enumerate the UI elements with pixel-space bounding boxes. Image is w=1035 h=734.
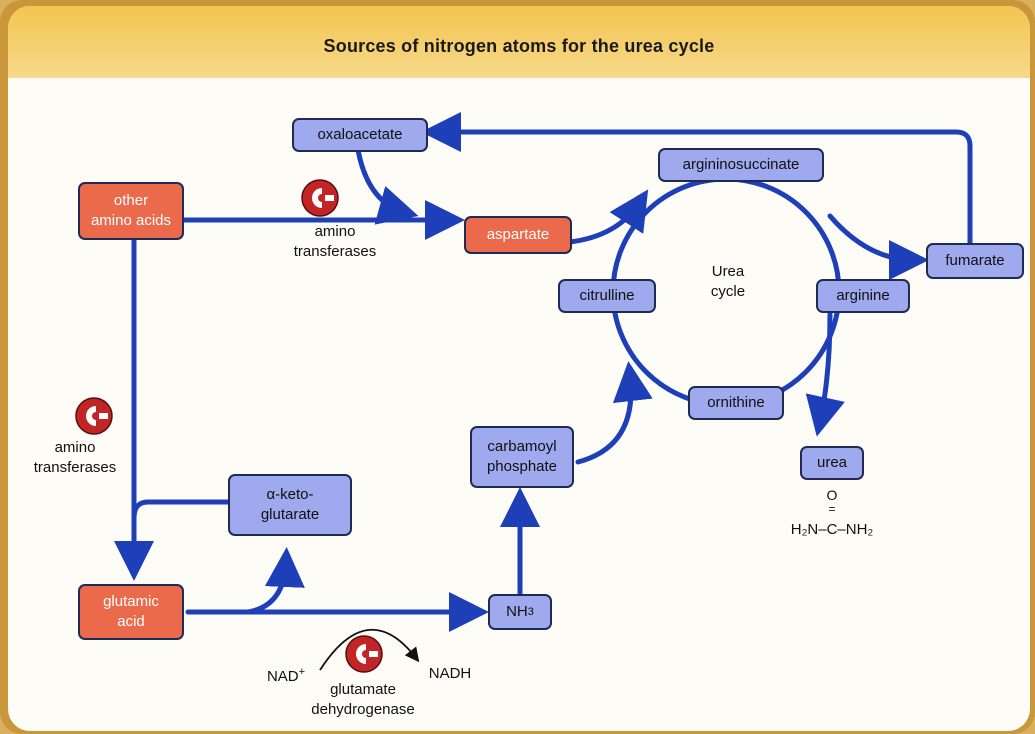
nad-label: NAD+	[266, 666, 306, 685]
line-alphaketo-to-transamination	[131, 499, 231, 521]
arrow-nad-to-nadh	[319, 629, 420, 671]
node-other-amino-acids: other amino acids	[78, 182, 184, 240]
amino-transferases-label-left: amino transferases	[33, 439, 117, 476]
amino-transferases-label-top: amino transferases	[293, 223, 377, 260]
node-citrulline: citrulline	[558, 279, 656, 313]
glutamate-dehydrogenase-label: glutamate dehydrogenase	[311, 681, 415, 718]
arrow-arginine-to-urea	[805, 311, 845, 437]
arrow-carbamoyl-to-citrulline	[575, 361, 653, 465]
arrow-glutamic-to-alphaketo	[245, 547, 305, 615]
enzyme-icon	[301, 179, 339, 217]
node-urea: urea	[800, 446, 864, 480]
node-alpha-ketoglutarate: α-keto- glutarate	[228, 474, 352, 536]
urea-formula: H₂N–C–NH₂	[790, 521, 874, 538]
node-argininosuccinate: argininosuccinate	[658, 148, 824, 182]
node-carbamoyl-phosphate: carbamoyl phosphate	[470, 426, 574, 488]
urea-formula-oxygen: O =	[826, 487, 838, 516]
node-aspartate: aspartate	[464, 216, 572, 254]
node-ornithine: ornithine	[688, 386, 784, 420]
node-arginine: arginine	[816, 279, 910, 313]
arrow-aspartate-to-argininosuccinate	[567, 189, 649, 245]
node-glutamic-acid: glutamic acid	[78, 584, 184, 640]
node-oxaloacetate: oxaloacetate	[292, 118, 428, 152]
nadh-label: NADH	[428, 665, 472, 682]
cycle-label: Urea cycle	[710, 263, 746, 300]
enzyme-icon	[75, 397, 113, 435]
arrow-argininosuccinate-to-fumarate	[827, 213, 929, 280]
header-band: Sources of nitrogen atoms for the urea c…	[8, 6, 1030, 78]
enzyme-icon	[345, 635, 383, 673]
panel: Sources of nitrogen atoms for the urea c…	[8, 6, 1030, 731]
arrow-oxaloacetate-to-aspartate	[355, 147, 419, 225]
arrow-fumarate-to-oxaloacetate	[421, 112, 973, 253]
diagram-title: Sources of nitrogen atoms for the urea c…	[323, 36, 715, 56]
node-fumarate: fumarate	[926, 243, 1024, 279]
